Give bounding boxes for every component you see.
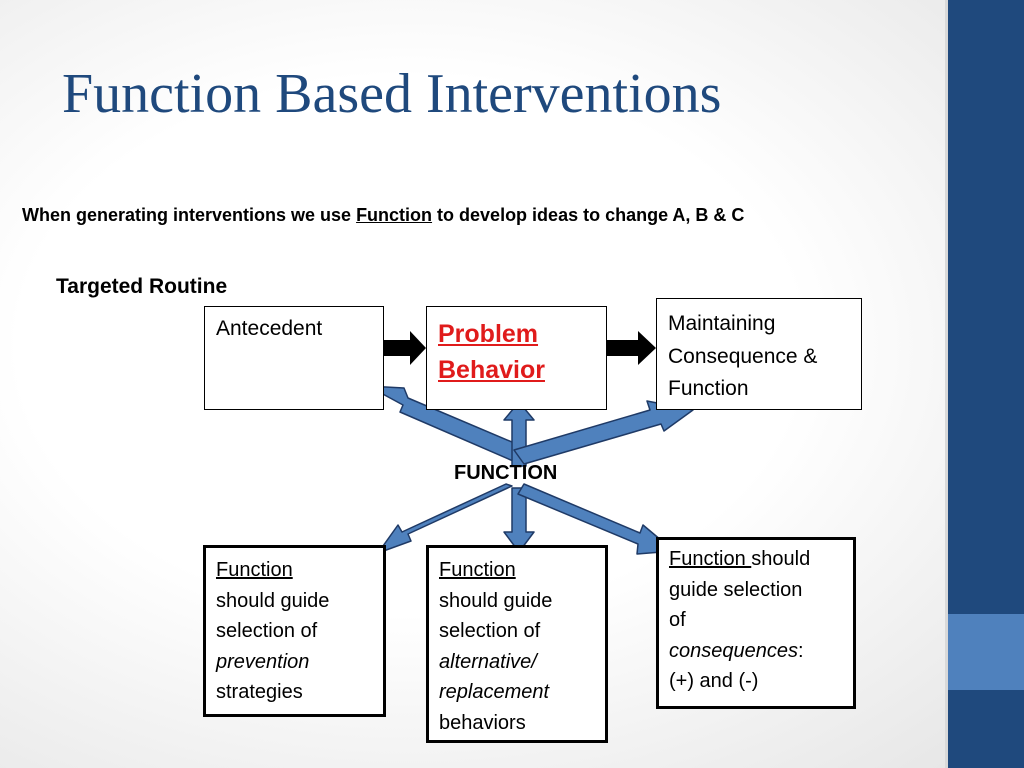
arrow-antecedent-to-behavior xyxy=(384,331,426,365)
alternative-line6: behaviors xyxy=(439,711,526,734)
consequence-line2: guide selection xyxy=(669,578,803,601)
subtitle-before: When generating interventions we use xyxy=(22,205,357,225)
arrow-function-to-behavior xyxy=(503,401,535,467)
arrow-behavior-to-consequence xyxy=(607,331,656,365)
subtitle-function-emphasis: Function xyxy=(356,205,433,225)
antecedent-box: Antecedent xyxy=(204,306,384,410)
alternative-emphasis1: alternative/ xyxy=(439,650,537,673)
targeted-routine-label: Targeted Routine xyxy=(56,275,228,298)
maintaining-line1: Maintaining xyxy=(668,312,776,335)
prevention-box: Function should guide selection of preve… xyxy=(203,545,386,717)
slide-subtitle: When generating interventions we use Fun… xyxy=(22,205,744,226)
consequence-line3: of xyxy=(669,609,686,632)
consequence-line1: Function should xyxy=(669,544,843,575)
problem-label-line2: Behavior xyxy=(438,355,545,384)
consequence-lead: Function xyxy=(669,548,752,570)
arrow-function-to-prevention xyxy=(377,483,513,554)
arrow-function-to-alternative xyxy=(503,487,535,553)
consequence-box: Function should guide selection of conse… xyxy=(656,537,856,709)
prevention-line3: selection of xyxy=(216,620,318,643)
alternative-lead: Function xyxy=(439,559,516,581)
sidebar-accent-block xyxy=(948,614,1024,690)
consequence-colon: : xyxy=(797,639,804,662)
maintaining-line2: Consequence & xyxy=(668,344,818,368)
prevention-line5: strategies xyxy=(216,681,303,704)
slide-title: Function Based Interventions xyxy=(62,63,722,125)
subtitle-after: to develop ideas to change A, B & C xyxy=(432,205,745,225)
problem-label-line1: Problem xyxy=(438,320,539,348)
function-center-label: FUNCTION xyxy=(454,462,558,484)
lower-hub-arrows xyxy=(377,483,675,555)
maintaining-consequence-box: Maintaining Consequence & Function xyxy=(656,298,862,410)
alternative-emphasis2: replacement xyxy=(439,681,550,704)
prevention-line2: should guide xyxy=(216,589,330,612)
consequence-line4: consequences: xyxy=(669,636,843,667)
arrow-function-to-consequence xyxy=(513,400,694,465)
problem-behavior-box: Problem Behavior xyxy=(426,306,607,410)
alternative-line3: selection of xyxy=(439,620,541,643)
alternative-behavior-box: Function should guide selection of alter… xyxy=(426,545,608,743)
antecedent-label: Antecedent xyxy=(216,317,323,340)
maintaining-line3: Function xyxy=(668,377,749,401)
consequence-rest1: should xyxy=(751,548,811,570)
sidebar-edge xyxy=(945,0,948,768)
arrow-function-to-consequences xyxy=(517,483,675,555)
consequence-line5: (+) and (-) xyxy=(669,670,759,693)
consequence-emphasis: consequences xyxy=(669,639,798,662)
prevention-lead: Function xyxy=(216,559,293,581)
alternative-line2: should guide xyxy=(439,589,553,612)
prevention-emphasis: prevention xyxy=(216,650,310,673)
